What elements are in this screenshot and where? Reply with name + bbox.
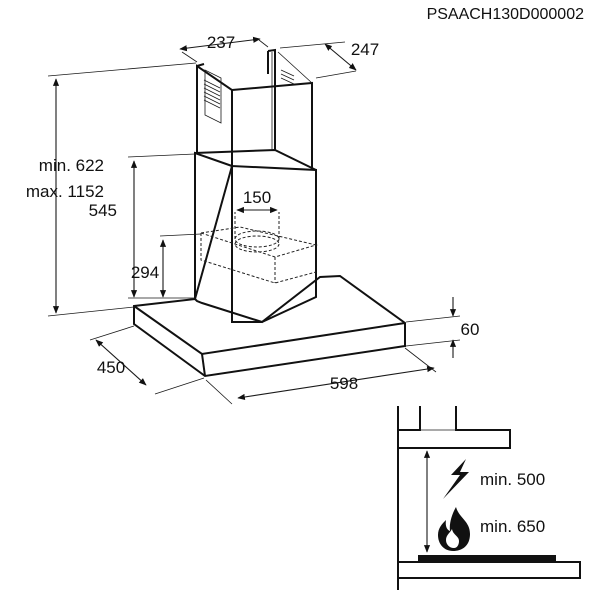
outlet-diameter-label: 150 xyxy=(243,188,271,207)
canopy-depth-label: 450 xyxy=(97,358,125,377)
canopy-width-label: 598 xyxy=(330,374,358,393)
chimney-width-label: 237 xyxy=(207,33,235,52)
height-max-label: max. 1152 xyxy=(26,182,104,201)
electric-clearance-label: min. 500 xyxy=(480,470,545,489)
flame-icon xyxy=(438,507,470,551)
outlet-height-label: 294 xyxy=(131,263,159,282)
dimension-labels: 237 247 min. 622 max. 1152 545 150 294 6… xyxy=(26,33,480,393)
dimension-lines xyxy=(47,36,461,405)
chimney-depth-label: 247 xyxy=(351,40,379,59)
hood-drawing xyxy=(133,48,406,378)
clearance-inset: min. 500 min. 650 xyxy=(397,406,581,590)
canopy-thickness-label: 60 xyxy=(461,320,480,339)
outlet-hidden-lines xyxy=(200,212,318,284)
gas-clearance-label: min. 650 xyxy=(480,517,545,536)
lightning-icon xyxy=(443,459,469,499)
height-min-label: min. 622 xyxy=(39,156,104,175)
document-code: PSAACH130D000002 xyxy=(427,6,585,23)
upper-chimney xyxy=(196,48,313,170)
canopy xyxy=(133,274,406,378)
upper-chimney-label: 545 xyxy=(89,201,117,220)
